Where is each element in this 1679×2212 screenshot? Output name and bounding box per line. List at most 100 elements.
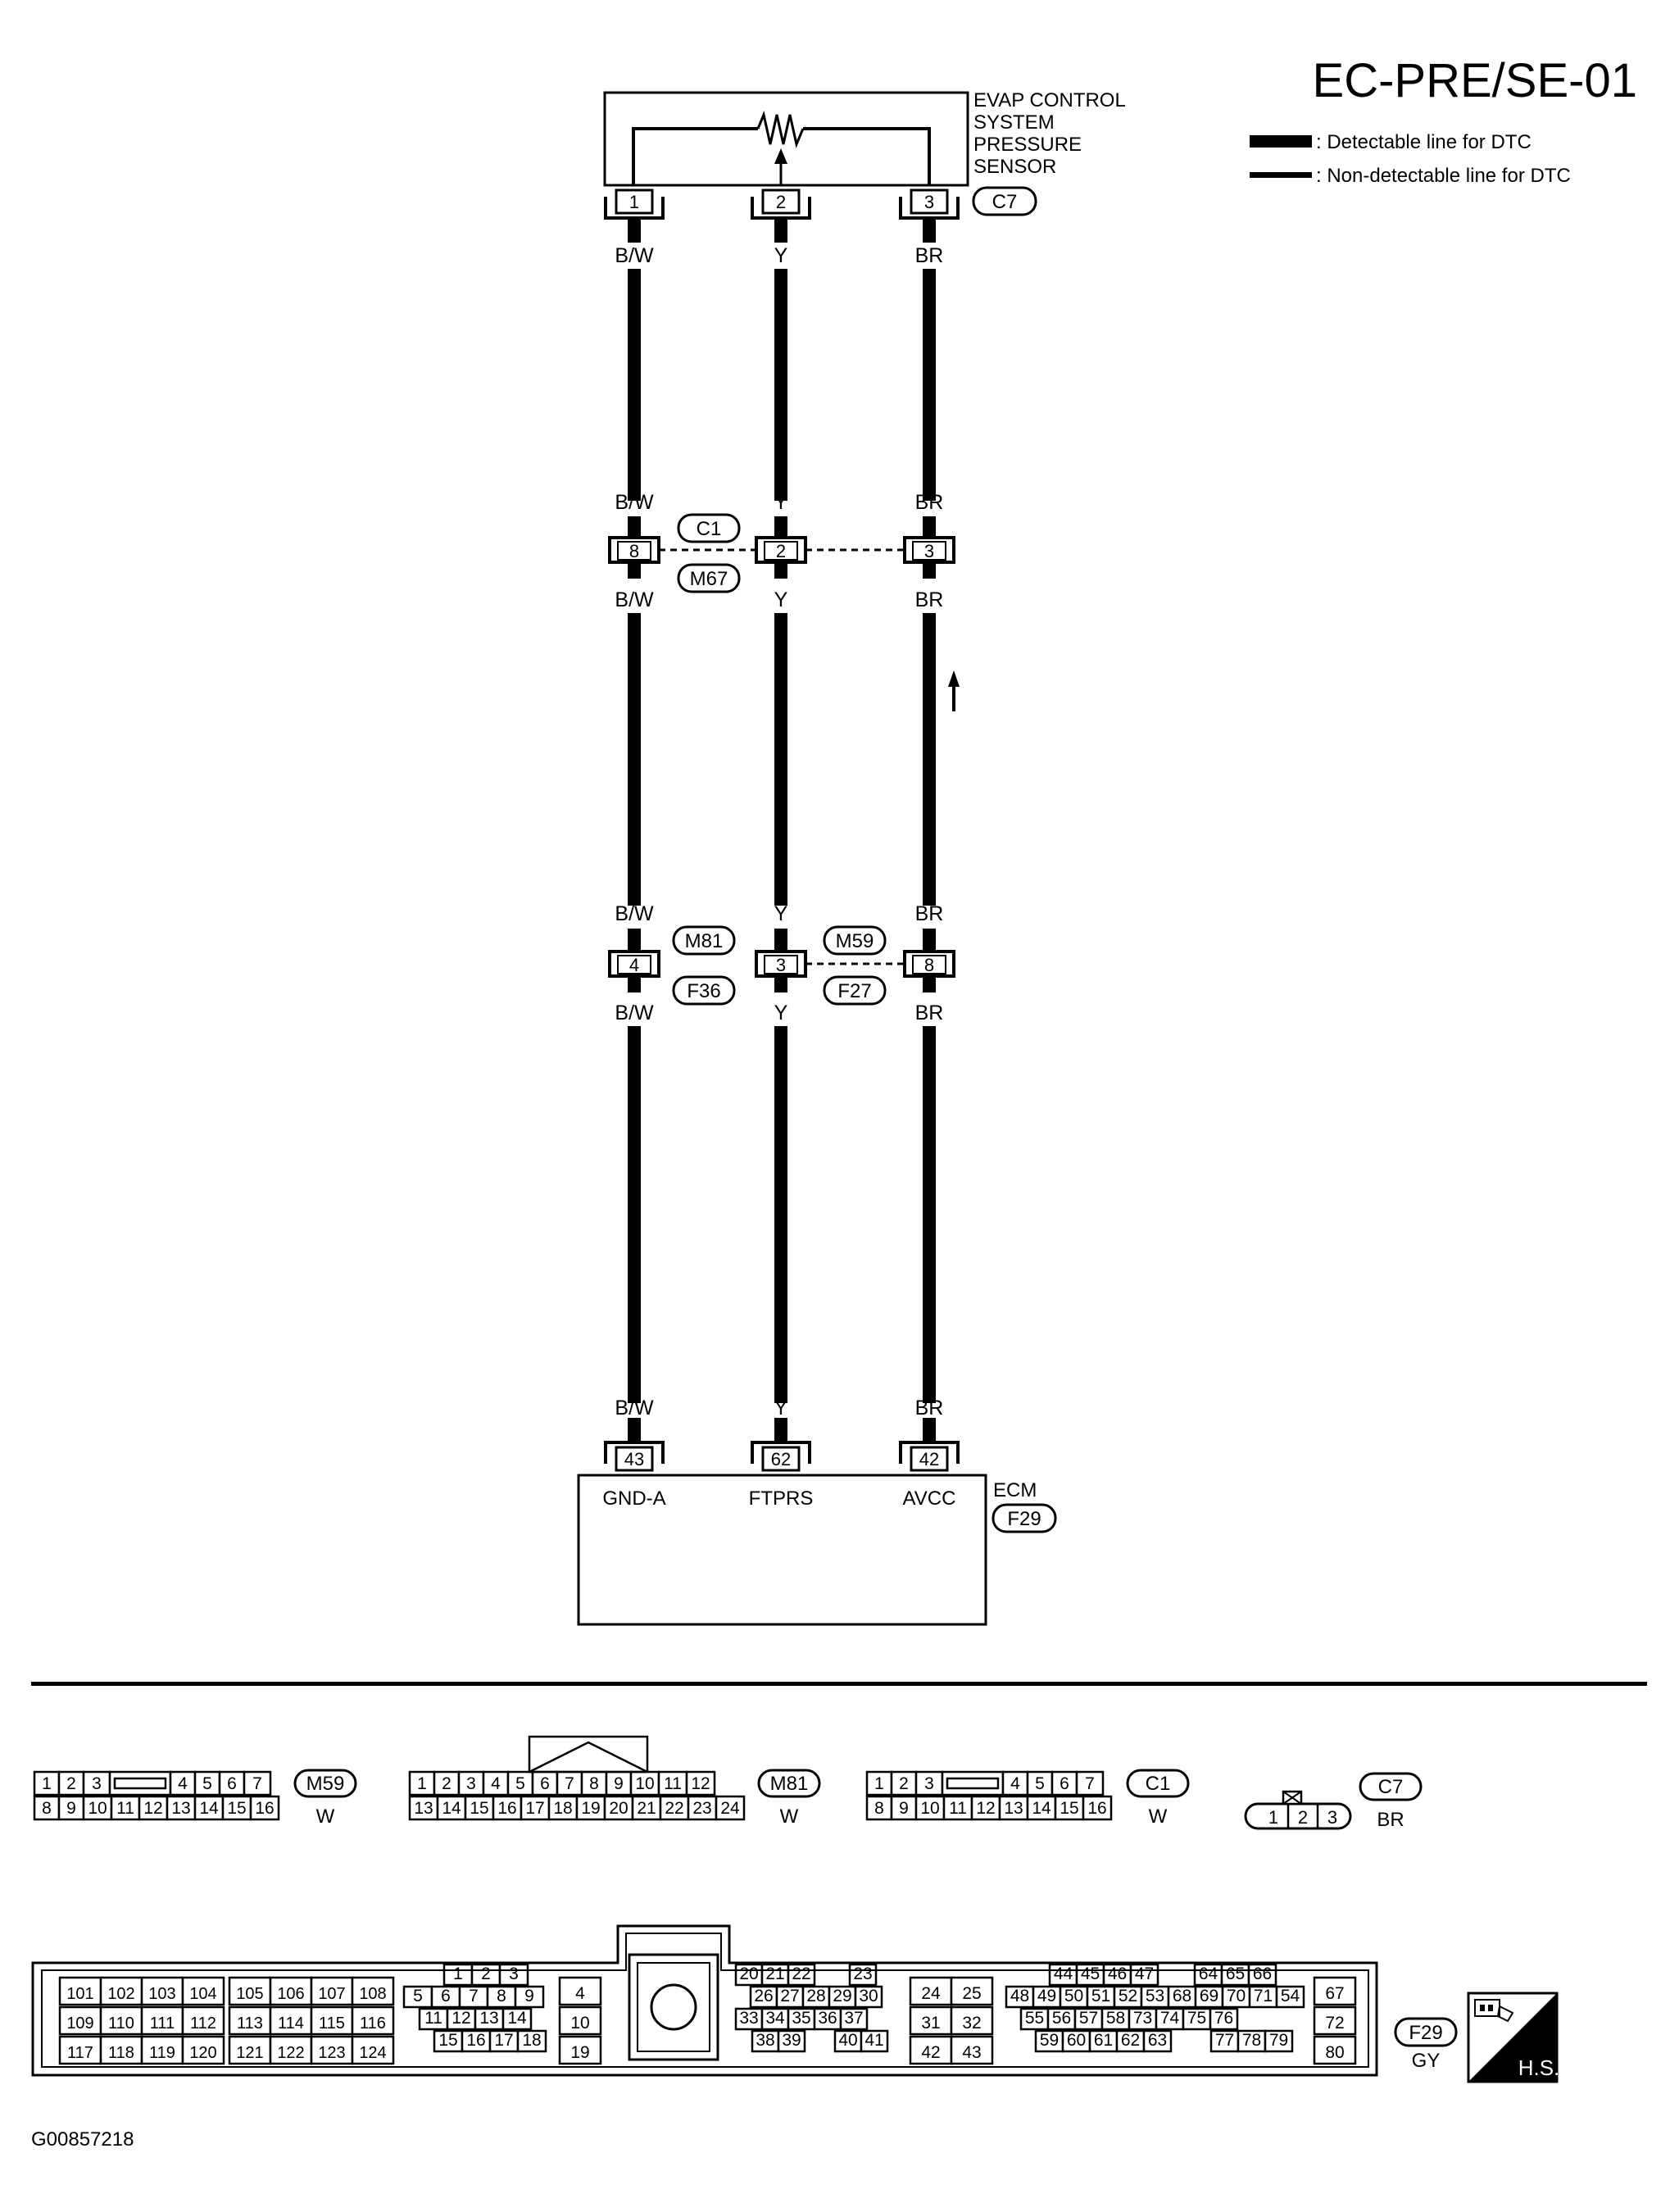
c1-pin-6: 6 — [1060, 1774, 1069, 1793]
m81-pin-7: 7 — [565, 1774, 574, 1793]
m59-pin-4: 4 — [178, 1774, 188, 1793]
c7-pin-3: 3 — [1327, 1807, 1337, 1828]
m81-pin-9: 9 — [614, 1774, 624, 1793]
svg-text:Y: Y — [774, 588, 788, 611]
svg-text:4: 4 — [629, 955, 639, 975]
svg-text:BR: BR — [915, 244, 944, 267]
f29-pin-44: 44 — [1054, 1964, 1073, 1983]
f29-pin-28: 28 — [806, 1987, 825, 2005]
m81-pin-12: 12 — [691, 1774, 710, 1793]
wiper-arrow-icon — [774, 148, 787, 164]
m59-pin-16: 16 — [255, 1799, 274, 1818]
f29-pin-70: 70 — [1227, 1987, 1246, 2005]
f29-pin-52: 52 — [1119, 1987, 1137, 2005]
f29-pin-118: 118 — [108, 2044, 134, 2062]
f29-pin-53: 53 — [1146, 1987, 1164, 2005]
m81-view-color: W — [780, 1805, 799, 1828]
f29-pin-19: 19 — [570, 2043, 589, 2062]
svg-text:1: 1 — [629, 192, 639, 212]
f29-pin-120: 120 — [189, 2044, 216, 2062]
f29-pin-40: 40 — [838, 2031, 857, 2050]
f29-pin-37: 37 — [844, 2009, 863, 2028]
m81-pin-11: 11 — [664, 1774, 682, 1793]
m81-pin-17: 17 — [525, 1799, 544, 1818]
m59-pin-3: 3 — [92, 1774, 102, 1793]
joint-connector-c1-m67: 8 2 3 C1 M67 — [608, 513, 955, 593]
sensor-pin-1: 1 — [604, 188, 665, 220]
svg-text:3: 3 — [924, 541, 934, 561]
wire-br — [923, 218, 936, 1441]
f29-pin-80: 80 — [1325, 2043, 1344, 2062]
f29-pin-122: 122 — [277, 2044, 304, 2062]
f29-pin-54: 54 — [1281, 1987, 1300, 2005]
f29-pin-41: 41 — [864, 2031, 883, 2050]
svg-text:BR: BR — [915, 588, 944, 611]
f29-pin-51: 51 — [1091, 1987, 1110, 2005]
ecm-unit: 43 62 42 GND-A FTPRS AVCC ECM F29 — [577, 1441, 1057, 1626]
f29-pin-61: 61 — [1094, 2031, 1113, 2050]
f27-label: F27 — [837, 980, 871, 1002]
f29-pin-112: 112 — [190, 2014, 216, 2033]
f29-pin-108: 108 — [359, 1985, 386, 2003]
svg-text:B/W: B/W — [615, 1397, 654, 1419]
f36-label: F36 — [687, 980, 720, 1002]
f29-pin-6: 6 — [441, 1987, 451, 2005]
c1-pin-5: 5 — [1035, 1774, 1045, 1793]
f29-pin-110: 110 — [108, 2014, 134, 2033]
f29-pin-74: 74 — [1160, 2009, 1180, 2028]
f29-pin-73: 73 — [1133, 2009, 1152, 2028]
c1-pin-13: 13 — [1004, 1799, 1023, 1818]
f29-pin-106: 106 — [277, 1985, 304, 2003]
f29-pin-69: 69 — [1200, 1987, 1218, 2005]
f29-pin-71: 71 — [1254, 1987, 1273, 2005]
m81-pin-2: 2 — [442, 1774, 452, 1793]
c1-pin-3: 3 — [924, 1774, 934, 1793]
svg-text:C7: C7 — [992, 191, 1018, 213]
svg-text:BR: BR — [915, 1002, 944, 1024]
m67-label: M67 — [690, 568, 728, 590]
joint-connector-m81-m59: 4 3 8 M81 F36 M59 F27 — [608, 925, 955, 1006]
f29-pin-22: 22 — [792, 1964, 810, 1983]
sensor-name-4: SENSOR — [973, 156, 1056, 178]
wire-bw — [628, 218, 641, 1441]
f29-pin-18: 18 — [522, 2031, 541, 2050]
f29-pin-5: 5 — [413, 1987, 423, 2005]
evap-pressure-sensor: EVAP CONTROL SYSTEM PRESSURE SENSOR — [603, 89, 1126, 187]
svg-text:BR: BR — [915, 491, 944, 514]
c1-label: C1 — [697, 518, 722, 540]
sensor-name-2: SYSTEM — [973, 111, 1055, 134]
svg-text:8: 8 — [924, 955, 934, 975]
f29-pin-9: 9 — [524, 1987, 534, 2005]
current-arrow-icon — [948, 670, 960, 687]
c1-pin-8: 8 — [874, 1799, 884, 1818]
m59-pin-2: 2 — [66, 1774, 76, 1793]
page-id: EC-PRE/SE-01 — [1313, 54, 1637, 107]
m81-pin-3: 3 — [466, 1774, 476, 1793]
sensor-name-3: PRESSURE — [973, 134, 1082, 156]
m81-pin-22: 22 — [665, 1799, 683, 1818]
c1-pin-16: 16 — [1087, 1799, 1106, 1818]
svg-text:8: 8 — [629, 541, 639, 561]
f29-pin-15: 15 — [438, 2031, 457, 2050]
m81-pin-1: 1 — [417, 1774, 427, 1793]
f29-view-color: GY — [1412, 2050, 1441, 2072]
m81-pin-5: 5 — [515, 1774, 525, 1793]
f29-pin-64: 64 — [1199, 1964, 1218, 1983]
f29-pin-62: 62 — [1121, 2031, 1140, 2050]
wire-color-labels: B/W Y BR B/W Y BR B/W Y BR B/W Y BR B/W … — [615, 244, 943, 1419]
c1-pin-10: 10 — [920, 1799, 939, 1818]
svg-text:43: 43 — [624, 1449, 644, 1469]
f29-pin-59: 59 — [1040, 2031, 1059, 2050]
f29-pin-27: 27 — [780, 1987, 799, 2005]
legend-thin-line — [1250, 172, 1312, 178]
legend-non-detectable: : Non-detectable line for DTC — [1316, 165, 1571, 187]
f29-pin-117: 117 — [67, 2044, 93, 2062]
f29-pin-65: 65 — [1226, 1964, 1245, 1983]
m81-pin-16: 16 — [497, 1799, 516, 1818]
f29-pin-109: 109 — [66, 2014, 93, 2033]
f29-pin-113: 113 — [237, 2014, 263, 2033]
m59-pin-11: 11 — [116, 1799, 134, 1818]
